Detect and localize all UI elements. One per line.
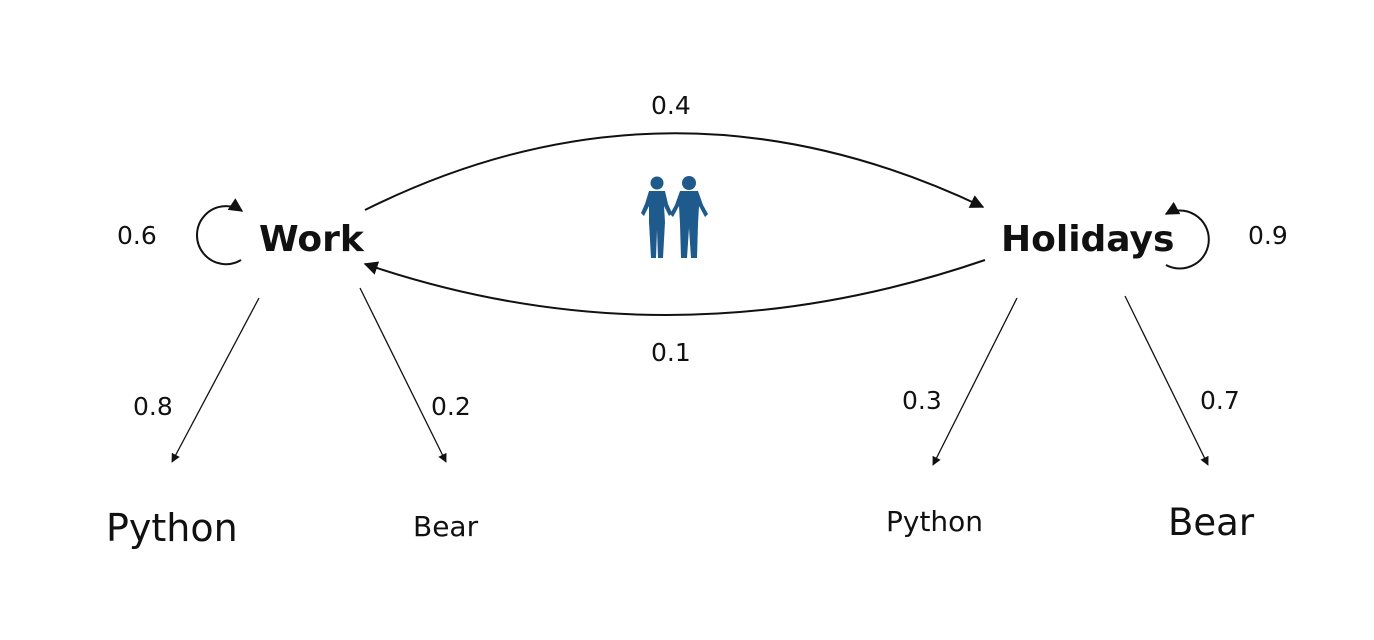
edge-holidays-bear — [1124, 295, 1209, 466]
arc-holidays-to-work — [363, 259, 986, 316]
state-holidays-label: Holidays — [1001, 219, 1175, 260]
observation-holidays-bear: Bear — [1168, 501, 1255, 544]
arc-work-to-holidays — [364, 132, 985, 211]
observation-work-python: Python — [106, 506, 238, 550]
edge-work-python — [171, 297, 260, 463]
prob-work-to-work: 0.6 — [117, 221, 157, 250]
self-loop-holidays — [1164, 201, 1210, 270]
people-silhouette-icon — [641, 176, 708, 258]
prob-work-to-holidays: 0.4 — [651, 91, 691, 120]
self-loop-work — [196, 198, 244, 266]
prob-holidays-python: 0.3 — [902, 386, 942, 415]
observation-work-bear: Bear — [413, 510, 479, 543]
prob-work-bear: 0.2 — [431, 392, 471, 421]
prob-holidays-to-work: 0.1 — [651, 338, 691, 367]
prob-holidays-bear: 0.7 — [1200, 386, 1240, 415]
prob-holidays-to-holidays: 0.9 — [1248, 221, 1288, 250]
prob-work-python: 0.8 — [133, 392, 173, 421]
edge-holidays-python — [932, 297, 1018, 466]
edge-work-bear — [359, 287, 447, 463]
observation-holidays-python: Python — [886, 505, 984, 538]
state-work-label: Work — [259, 219, 364, 260]
